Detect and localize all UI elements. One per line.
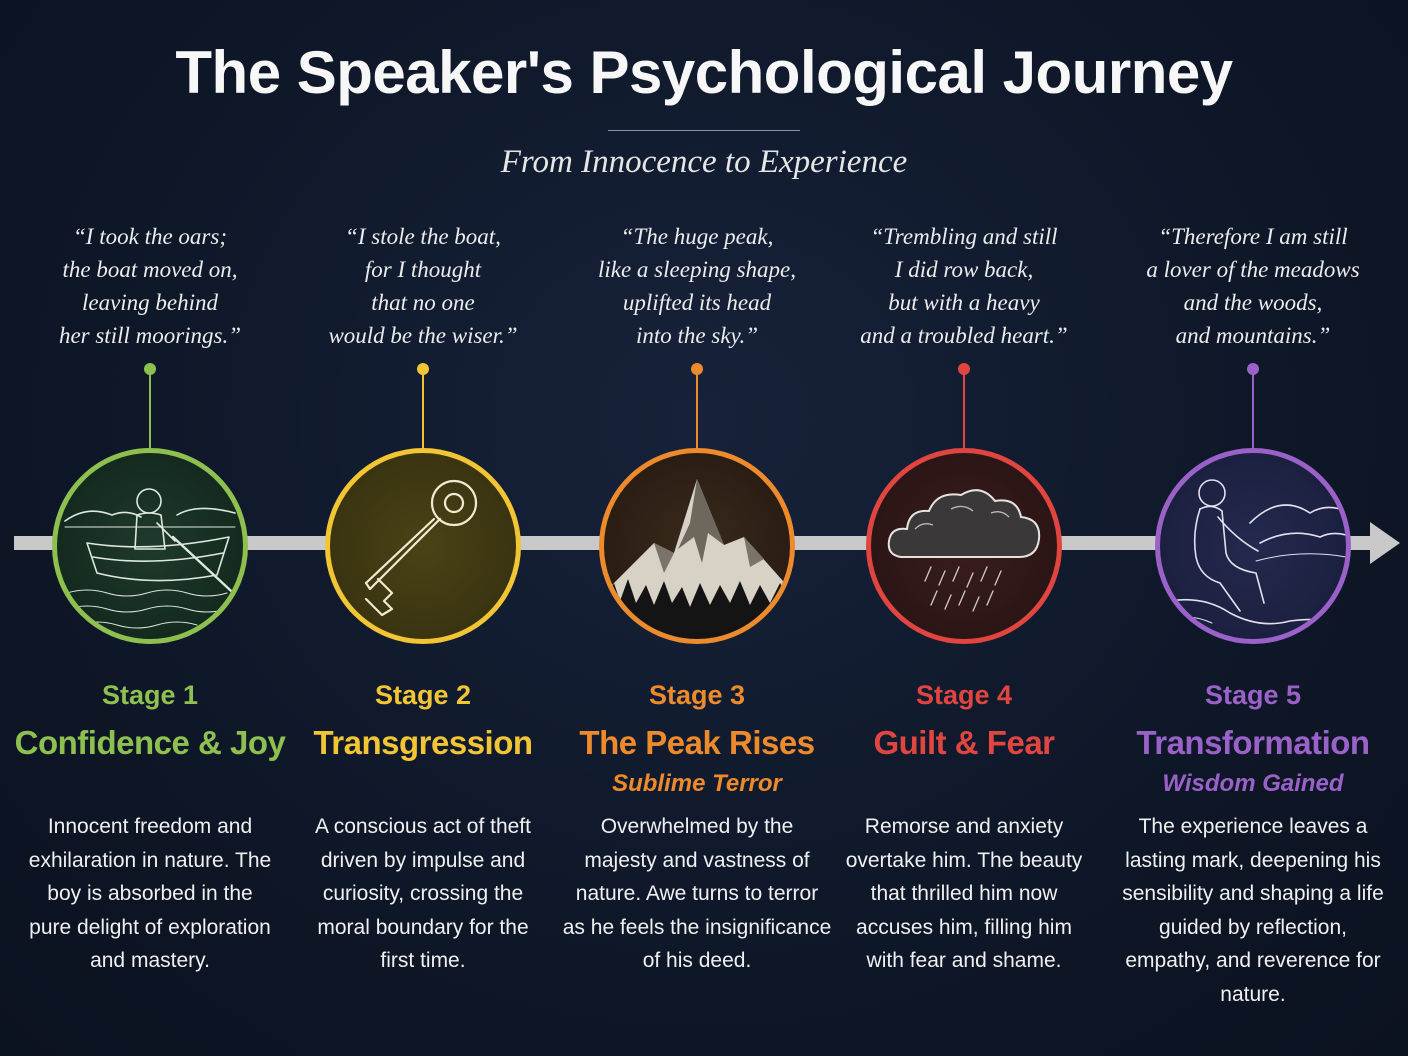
storm-cloud-icon (866, 448, 1062, 644)
stage-description: A conscious act of theft driven by impul… (315, 815, 531, 973)
pin-dot (417, 363, 429, 375)
stage-number: Stage 5 (1204, 680, 1302, 710)
stage-quote: “Trembling and still I did row back, but… (860, 224, 1068, 348)
pin-line (149, 372, 151, 454)
stage-quote: “I stole the boat, for I thought that no… (328, 224, 518, 348)
page-subtitle: From Innocence to Experience (500, 144, 908, 180)
stage-name: Guilt & Fear (873, 724, 1055, 761)
pin-dot (691, 363, 703, 375)
pin-line (422, 372, 424, 454)
mountain-peak-icon (599, 448, 795, 644)
stage-name: Transformation (1136, 724, 1370, 761)
pin-line (963, 372, 965, 454)
stage-description: Overwhelmed by the majesty and vastness … (562, 815, 832, 973)
stage-name: The Peak Rises (579, 724, 815, 761)
stage-3: “The huge peak, like a sleeping shape, u… (562, 0, 832, 1056)
stage-number: Stage 3 (648, 680, 746, 710)
stage-description: Remorse and anxiety overtake him. The be… (845, 815, 1083, 973)
stage-name: Transgression (313, 724, 533, 761)
pin-dot (1247, 363, 1259, 375)
pin-dot (144, 363, 156, 375)
stage-description: Innocent freedom and exhilaration in nat… (28, 815, 272, 973)
reflective-man-landscape-icon (1155, 448, 1351, 644)
stage-number: Stage 4 (915, 680, 1013, 710)
stage-1: “I took the oars; the boat moved on, lea… (15, 0, 286, 1056)
stage-description: The experience leaves a lasting mark, de… (1122, 815, 1384, 1006)
page-title: The Speaker's Psychological Journey (175, 39, 1233, 106)
timeline-arrow-icon (1370, 522, 1400, 564)
stage-quote: “Therefore I am still a lover of the mea… (1146, 224, 1360, 348)
stage-subname: Wisdom Gained (1162, 770, 1344, 797)
stage-2: “I stole the boat, for I thought that no… (288, 0, 558, 1056)
key-icon (325, 448, 521, 644)
pin-line (696, 372, 698, 454)
stage-quote: “I took the oars; the boat moved on, lea… (58, 224, 242, 348)
stage-number: Stage 2 (374, 680, 472, 710)
stage-5: “Therefore I am still a lover of the mea… (1118, 0, 1388, 1056)
stage-name: Confidence & Joy (14, 724, 286, 761)
pin-dot (958, 363, 970, 375)
stage-number: Stage 1 (101, 680, 199, 710)
stage-4: “Trembling and still I did row back, but… (829, 0, 1099, 1056)
stage-quote: “The huge peak, like a sleeping shape, u… (597, 224, 796, 348)
title-divider (608, 130, 800, 131)
boy-rowing-boat-icon (52, 448, 248, 644)
stage-subname: Sublime Terror (612, 770, 782, 797)
pin-line (1252, 372, 1254, 454)
